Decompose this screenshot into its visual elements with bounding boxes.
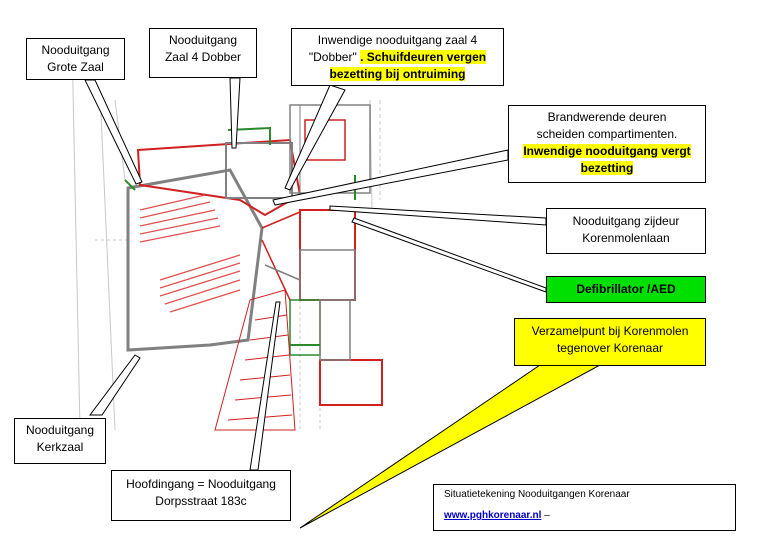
- callout-nooduitgang-zijdeur: Nooduitgang zijdeur Korenmolenlaan: [546, 208, 706, 254]
- callout-line: "Dobber" . Schuifdeuren vergen: [296, 49, 499, 66]
- callout-line: Brandwerende deuren: [547, 110, 667, 124]
- seating-rows: [139, 194, 241, 313]
- callout-highlight: Inwendige nooduitgang vergt: [523, 144, 691, 158]
- callout-line: Kerkzaal: [36, 440, 84, 454]
- callout-line: Nooduitgang: [168, 33, 238, 47]
- callout-hoofdingang: Hoofdingang = Nooduitgang Dorpsstraat 18…: [111, 470, 291, 521]
- callout-line: Dorpsstraat 183c: [155, 494, 247, 508]
- callout-nooduitgang-grote-zaal: Nooduitgang Grote Zaal: [26, 38, 125, 80]
- callout-line: Nooduitgang zijdeur: [572, 214, 680, 228]
- callout-line: Inwendige nooduitgang vergt: [513, 143, 701, 160]
- callout-line: Verzamelpunt bij Korenmolen: [531, 324, 689, 338]
- callout-highlight: bezetting: [580, 161, 634, 175]
- entrance-ramp: [214, 289, 296, 431]
- callout-text: Defibrillator /AED: [576, 282, 676, 296]
- callout-verzamelpunt: Verzamelpunt bij Korenmolen tegenover Ko…: [514, 318, 706, 366]
- callout-line: Nooduitgang: [41, 43, 110, 57]
- footer-suffix: –: [541, 510, 550, 521]
- callout-defibrillator-aed: Defibrillator /AED: [546, 276, 706, 303]
- callout-line: tegenover Korenaar: [556, 341, 664, 355]
- callout-brandwerende-deuren: Brandwerende deuren scheiden compartimen…: [508, 105, 706, 183]
- footer-box: Situatietekening Nooduitgangen Korenaar …: [433, 484, 736, 531]
- callout-inwendige-nooduitgang-zaal4: Inwendige nooduitgang zaal 4 "Dobber" . …: [291, 28, 504, 86]
- callout-nooduitgang-zaal4: Nooduitgang Zaal 4 Dobber: [149, 28, 257, 78]
- callout-line: Korenmolenlaan: [582, 231, 670, 245]
- callout-line: Nooduitgang: [25, 423, 95, 437]
- footer-link-line: www.pghkorenaar.nl –: [444, 510, 725, 521]
- callout-line: Zaal 4 Dobber: [164, 50, 242, 64]
- callout-highlight: . Schuifdeuren vergen: [360, 50, 487, 64]
- callout-line: bezetting: [513, 160, 701, 177]
- callout-line: bezetting bij ontruiming: [296, 66, 499, 83]
- callout-line: scheiden compartimenten.: [536, 127, 678, 141]
- callout-pointers: [84, 77, 547, 471]
- callout-text: "Dobber": [308, 50, 357, 64]
- callout-highlight: bezetting bij ontruiming: [329, 67, 466, 81]
- callout-text: Schuifdeuren vergen: [366, 50, 487, 64]
- callout-nooduitgang-kerkzaal: Nooduitgang Kerkzaal: [14, 418, 106, 464]
- callout-line: Hoofdingang = Nooduitgang: [126, 477, 276, 491]
- footer-title: Situatietekening Nooduitgangen Korenaar: [444, 489, 630, 500]
- callout-line: Inwendige nooduitgang zaal 4: [317, 33, 478, 47]
- building-outline: [124, 104, 383, 406]
- callout-line: Grote Zaal: [47, 60, 104, 74]
- website-link[interactable]: www.pghkorenaar.nl: [444, 510, 542, 521]
